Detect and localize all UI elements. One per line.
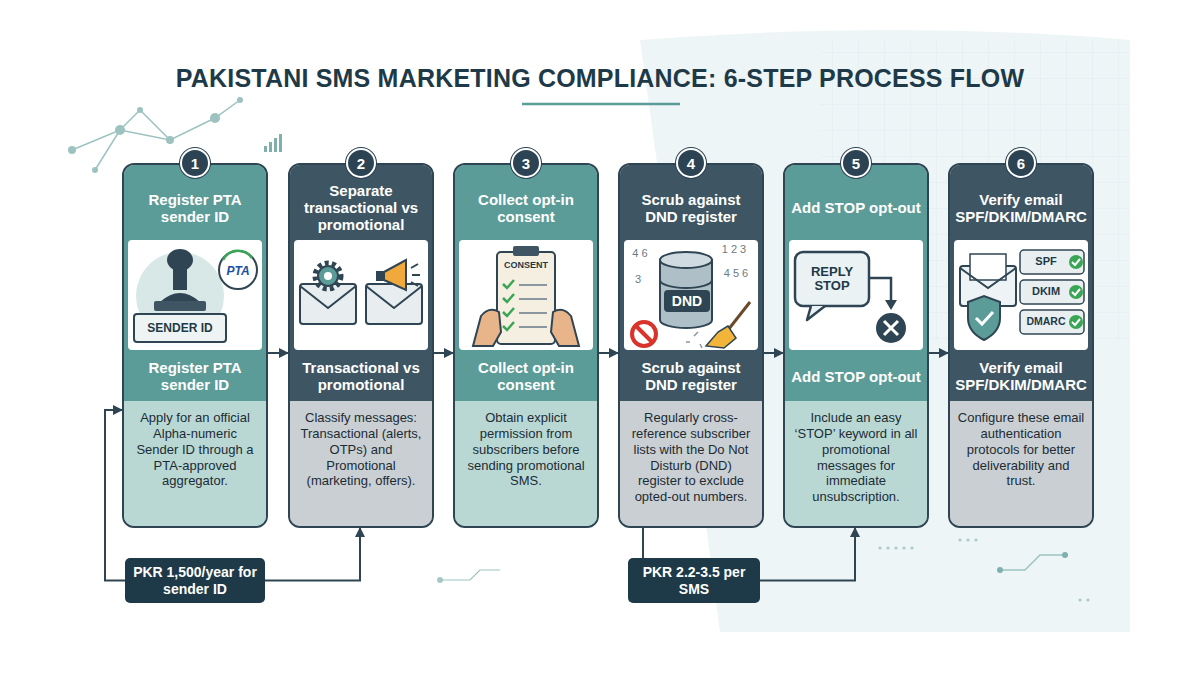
step-subheading: Add STOP opt-out bbox=[790, 369, 922, 386]
step-heading: Collect opt-in consent bbox=[460, 192, 592, 226]
illustration-panel: CONSENT bbox=[459, 240, 593, 350]
card-body: Regularly cross-reference subscriber lis… bbox=[620, 401, 762, 526]
illustration-label: SPF bbox=[1035, 256, 1056, 268]
step-heading: Separate transactional vs promotional bbox=[295, 183, 427, 233]
step-subheading: Register PTA sender ID bbox=[129, 360, 261, 394]
diagram-title: PAKISTANI SMS MARKETING COMPLIANCE: 6-ST… bbox=[176, 64, 1025, 93]
flow-connector bbox=[434, 352, 453, 354]
step-number-circle: 2 bbox=[346, 148, 376, 178]
step-heading: Register PTA sender ID bbox=[129, 192, 261, 226]
card-body: Apply for an official Alpha-numeric Send… bbox=[124, 401, 266, 526]
illustration-label: 4 6 bbox=[632, 248, 647, 260]
illustration-label: CONSENT bbox=[504, 261, 548, 270]
illustration-panel bbox=[294, 240, 428, 350]
step-description: Obtain explicit permission from subscrib… bbox=[462, 410, 590, 489]
step-description: Configure these email authentication pro… bbox=[957, 410, 1085, 489]
flow-connector bbox=[929, 352, 948, 354]
card-body: Configure these email authentication pro… bbox=[950, 401, 1092, 526]
card-illustration-frame: PTA SENDER ID bbox=[124, 237, 266, 353]
step-subheading: Verify email SPF/DKIM/DMARC bbox=[955, 360, 1087, 394]
card-illustration-frame: 1 2 3 4 5 6 4 6 3DND bbox=[620, 237, 762, 353]
step-number-circle: 4 bbox=[676, 148, 706, 178]
illustration-label: REPLY STOP bbox=[799, 265, 865, 292]
card-subheading-band: Collect opt-in consent bbox=[455, 353, 597, 401]
cost-callout: PKR 2.2-3.5 per SMS bbox=[628, 558, 760, 603]
step-number: 6 bbox=[1017, 155, 1025, 172]
step-illustration bbox=[789, 240, 923, 350]
illustration-label: SENDER ID bbox=[147, 322, 212, 335]
flow-connector bbox=[764, 352, 783, 354]
step-number-circle: 6 bbox=[1006, 148, 1036, 178]
card-illustration-frame: SPF DKIM DMARC bbox=[950, 237, 1092, 353]
step-illustration bbox=[954, 240, 1088, 350]
step-card: Verify email SPF/DKIM/DMARC SPF DKIM DMARC V… bbox=[948, 163, 1094, 528]
step-card: Add STOP opt-outREPLY STOPAdd STOP opt-o… bbox=[783, 163, 929, 528]
card-illustration-frame bbox=[290, 237, 432, 353]
step-illustration bbox=[459, 240, 593, 350]
step-card: Collect opt-in consentCONSENTCollect opt… bbox=[453, 163, 599, 528]
step-card: Separate transactional vs promotionalTra… bbox=[288, 163, 434, 528]
step-subheading: Transactional vs promotional bbox=[295, 360, 427, 394]
illustration-panel: 1 2 3 4 5 6 4 6 3DND bbox=[624, 240, 758, 350]
step-description: Include an easy ‘STOP’ keyword in all pr… bbox=[792, 410, 920, 505]
illustration-label: DKIM bbox=[1032, 286, 1060, 298]
step-illustration bbox=[294, 240, 428, 350]
step-heading: Scrub against DND register bbox=[625, 192, 757, 226]
card-body: Include an easy ‘STOP’ keyword in all pr… bbox=[785, 401, 927, 526]
flow-connector bbox=[642, 528, 644, 558]
illustration-label: PTA bbox=[226, 265, 249, 278]
step-number: 1 bbox=[191, 155, 199, 172]
step-description: Classify messages: Transactional (alerts… bbox=[297, 410, 425, 489]
card-subheading-band: Transactional vs promotional bbox=[290, 353, 432, 401]
card-subheading-band: Register PTA sender ID bbox=[124, 353, 266, 401]
cost-callout: PKR 1,500/year for sender ID bbox=[125, 558, 265, 603]
step-heading: Verify email SPF/DKIM/DMARC bbox=[955, 192, 1087, 226]
card-body: Classify messages: Transactional (alerts… bbox=[290, 401, 432, 526]
illustration-label: 4 5 6 bbox=[724, 268, 748, 280]
step-number-circle: 5 bbox=[841, 148, 871, 178]
step-number: 5 bbox=[852, 155, 860, 172]
card-body: Obtain explicit permission from subscrib… bbox=[455, 401, 597, 526]
step-number: 4 bbox=[687, 155, 695, 172]
step-number: 3 bbox=[522, 155, 530, 172]
card-subheading-band: Scrub against DND register bbox=[620, 353, 762, 401]
step-number-circle: 3 bbox=[511, 148, 541, 178]
illustration-panel: SPF DKIM DMARC bbox=[954, 240, 1088, 350]
step-number: 2 bbox=[357, 155, 365, 172]
step-number-circle: 1 bbox=[180, 148, 210, 178]
step-card: Scrub against DND register 1 2 3 4 5 6 4 6 3… bbox=[618, 163, 764, 528]
illustration-label: DMARC bbox=[1026, 316, 1065, 327]
flow-connector bbox=[599, 352, 618, 354]
illustration-label: 1 2 3 bbox=[722, 244, 746, 256]
step-description: Regularly cross-reference subscriber lis… bbox=[627, 410, 755, 505]
card-subheading-band: Add STOP opt-out bbox=[785, 353, 927, 401]
illustration-panel: PTA SENDER ID bbox=[128, 240, 262, 350]
card-illustration-frame: CONSENT bbox=[455, 237, 597, 353]
cost-text: PKR 1,500/year for sender ID bbox=[133, 564, 257, 598]
illustration-label: 3 bbox=[635, 274, 641, 286]
cost-text: PKR 2.2-3.5 per SMS bbox=[636, 564, 752, 598]
flow-connector bbox=[268, 352, 288, 354]
flow-connector bbox=[265, 528, 360, 581]
step-card: Register PTA sender ID PTA SENDER ID Regist… bbox=[122, 163, 268, 528]
step-description: Apply for an official Alpha-numeric Send… bbox=[131, 410, 259, 489]
step-heading: Add STOP opt-out bbox=[790, 200, 922, 217]
illustration-panel: REPLY STOP bbox=[789, 240, 923, 350]
step-subheading: Collect opt-in consent bbox=[460, 360, 592, 394]
flow-connector bbox=[760, 528, 855, 581]
card-subheading-band: Verify email SPF/DKIM/DMARC bbox=[950, 353, 1092, 401]
illustration-label: DND bbox=[672, 294, 702, 309]
step-subheading: Scrub against DND register bbox=[625, 360, 757, 394]
card-illustration-frame: REPLY STOP bbox=[785, 237, 927, 353]
